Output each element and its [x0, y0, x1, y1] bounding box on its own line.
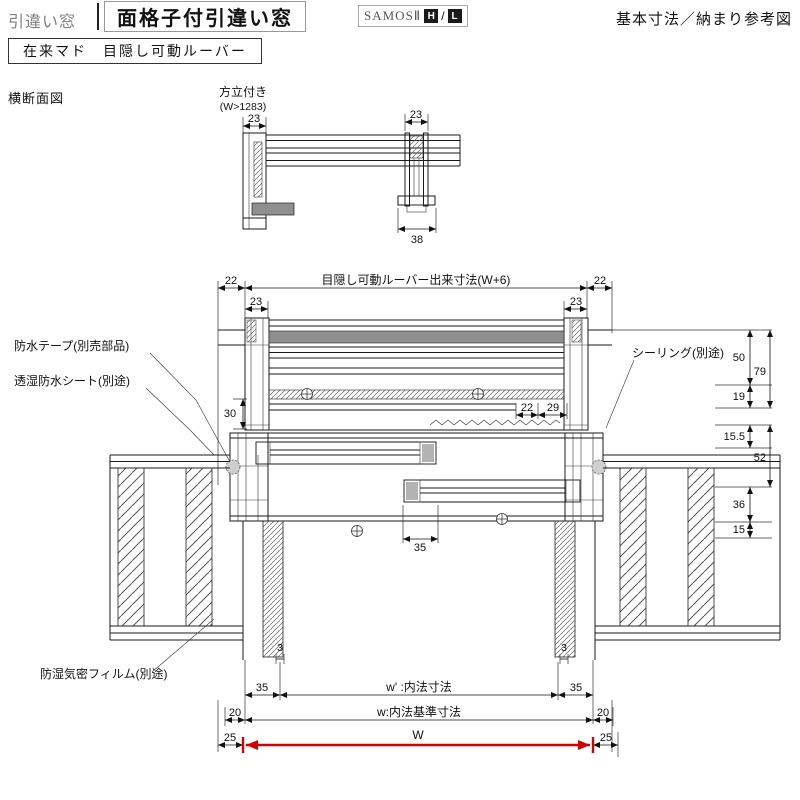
- wall-stud: [117, 467, 145, 627]
- dim-22-left: 22: [225, 275, 237, 287]
- mullion-detail-label: 方立付き: [219, 84, 267, 99]
- top-dimension-lines: 22 目隠し可動ルーバー出来寸法(W+6) 22 23 23: [217, 273, 613, 752]
- page-title-box: 面格子付引違い窓: [104, 1, 306, 32]
- dim-gap-3-right: 3: [561, 642, 567, 654]
- mullion-detail-condition: (W>1283): [220, 101, 266, 113]
- dim-29-inner: 29: [547, 402, 559, 414]
- screen-zigzag: [429, 419, 561, 426]
- dim-20-left: 20: [229, 707, 241, 719]
- w-extent-tick: [241, 737, 595, 753]
- badge-l: L: [447, 9, 462, 23]
- dim-35-left: 35: [256, 682, 268, 694]
- detail-dim-23-left: 23: [248, 113, 260, 125]
- screw-icon: [301, 388, 313, 400]
- dim-23-left: 23: [250, 296, 262, 308]
- louver-span-label: 目隠し可動ルーバー出来寸法(W+6): [322, 273, 511, 287]
- wall-stud: [185, 467, 213, 627]
- brand-badge: SAMOSⅡ H / L: [358, 5, 468, 27]
- backer-rod-left: [225, 459, 241, 475]
- badge-separator: /: [441, 9, 445, 23]
- label-breathable-sheet: 透湿防水シート(別途): [14, 373, 130, 388]
- dim-52: 52: [754, 452, 766, 464]
- leader-breathable-sheet: [145, 387, 215, 456]
- dim-15: 15: [733, 524, 745, 536]
- louver-assembly: [218, 317, 612, 431]
- bottom-dimension-chain: 3 3 35 w' :内法寸法 35 20 w:内法基準寸法 20 25 25 …: [218, 642, 619, 757]
- dim-20-right: 20: [597, 707, 609, 719]
- mullion-detail-view: 方立付き (W>1283) 23 23 38: [219, 84, 461, 246]
- furring-strip-right: [554, 520, 576, 658]
- label-vapor-film: 防湿気密フィルム(別途): [40, 666, 168, 681]
- dim-25-left: 25: [224, 732, 236, 744]
- furring-strip-left: [262, 520, 284, 658]
- dim-36: 36: [733, 499, 745, 511]
- badge-h: H: [424, 9, 439, 23]
- window-category: 引違い窓: [8, 14, 77, 31]
- w-inner-label: w' :内法寸法: [385, 680, 452, 694]
- dim-25-right: 25: [600, 732, 612, 744]
- screw-icon: [351, 525, 363, 537]
- dim-79: 79: [754, 366, 766, 378]
- wall-structure: [109, 454, 781, 660]
- leader-waterproof-tape: [149, 352, 231, 463]
- dim-50: 50: [733, 352, 745, 364]
- page-title: 面格子付引違い窓: [117, 8, 293, 30]
- w-base-label: w:内法基準寸法: [376, 704, 461, 719]
- label-sealing: シーリング(別途): [632, 345, 724, 360]
- corner-note: 基本寸法／納まり参考図: [615, 11, 792, 28]
- backer-rod-right: [591, 459, 607, 475]
- leader-sealing: [605, 359, 635, 429]
- header-divider: [97, 3, 99, 30]
- brand-name: SAMOSⅡ: [364, 8, 422, 23]
- subtitle-box: 在来マド 目隠し可動ルーバー: [8, 38, 262, 64]
- label-waterproof-tape: 防水テープ(別売部品): [14, 338, 129, 353]
- window-frame-section: 35 30 22 29: [224, 398, 607, 554]
- detail-dim-38: 38: [411, 234, 423, 246]
- dim-22-inner: 22: [521, 402, 533, 414]
- dim-35-right: 35: [570, 682, 582, 694]
- dim-gap-3-left: 3: [277, 642, 283, 654]
- subtitle: 在来マド 目隠し可動ルーバー: [23, 43, 247, 59]
- view-label: 横断面図: [8, 91, 65, 106]
- leader-vapor-film: [151, 618, 215, 673]
- dim-15-5: 15.5: [724, 431, 745, 443]
- wall-stud: [619, 467, 647, 627]
- dim-23-right: 23: [570, 296, 582, 308]
- dim-35-center: 35: [414, 542, 426, 554]
- detail-dim-23-right: 23: [410, 109, 422, 121]
- w-label: W: [412, 728, 424, 742]
- dim-30: 30: [224, 408, 236, 420]
- screw-icon: [472, 388, 484, 400]
- dim-22-right: 22: [594, 275, 606, 287]
- right-dimension-chain: 50 19 15.5 36 15 79 52: [612, 329, 773, 539]
- dim-19: 19: [733, 391, 745, 403]
- annotations: 防水テープ(別売部品) 透湿防水シート(別途) シーリング(別途) 防湿気密フィ…: [14, 338, 724, 681]
- wall-stud: [687, 467, 715, 627]
- screw-icon: [496, 513, 508, 525]
